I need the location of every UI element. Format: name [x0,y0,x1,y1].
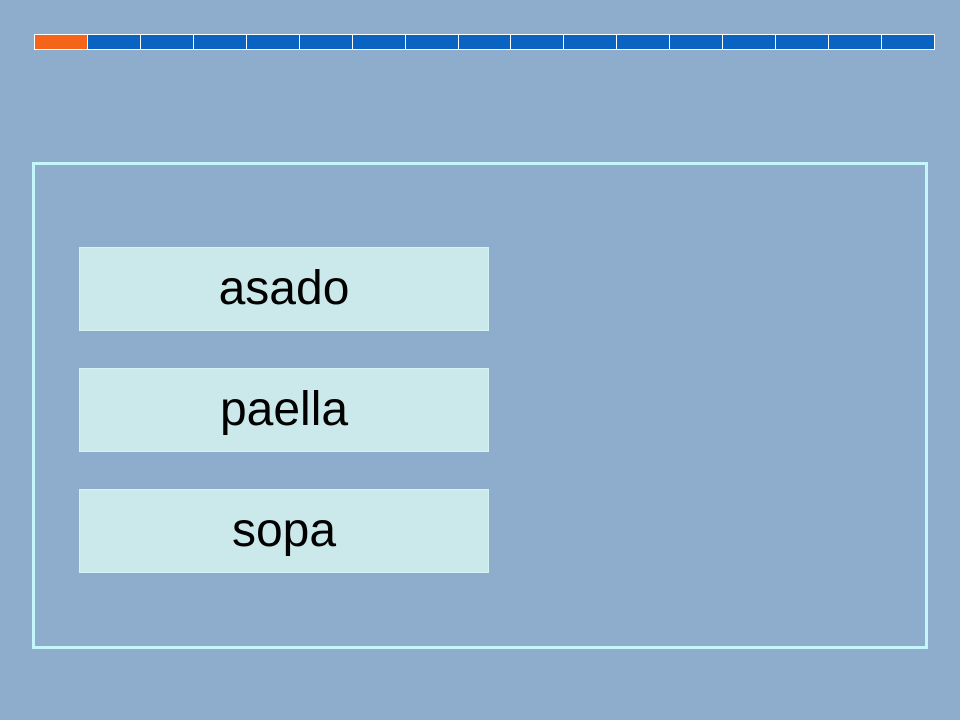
progress-segment [670,35,724,49]
progress-segment [140,35,194,49]
progress-segment [829,35,882,49]
option-card-paella[interactable]: paella [79,368,489,452]
progress-segment [776,35,830,49]
option-card-sopa[interactable]: sopa [79,489,489,573]
progress-segment [352,35,406,49]
progress-segment [405,35,459,49]
progress-bar [34,34,935,50]
progress-segment [458,35,512,49]
progress-segment [299,35,353,49]
answer-frame [32,162,928,649]
progress-segment [564,35,618,49]
progress-segment [246,35,300,49]
option-label: asado [218,262,350,315]
option-label: paella [219,383,349,436]
progress-segment-current [35,35,88,49]
option-label: sopa [231,504,337,557]
progress-segment [193,35,247,49]
progress-segment [882,35,934,49]
progress-segment [617,35,671,49]
progress-segment [87,35,141,49]
progress-segment [511,35,565,49]
progress-segment [723,35,777,49]
option-card-asado[interactable]: asado [79,247,489,331]
